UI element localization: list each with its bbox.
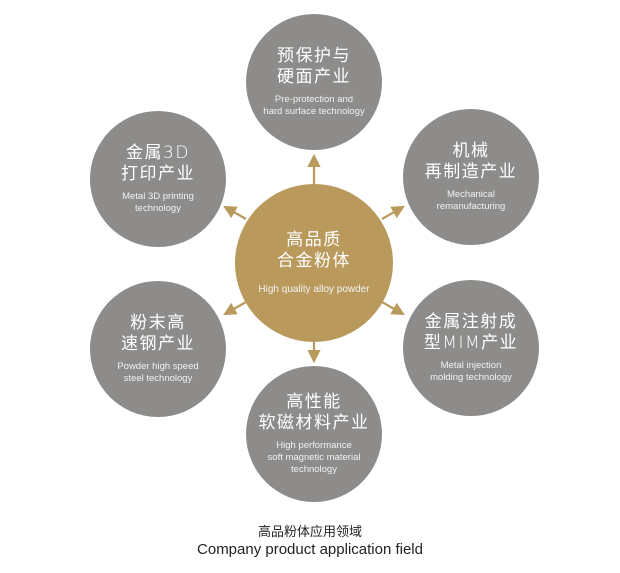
node-zh-line2: 再制造产业 bbox=[424, 162, 518, 182]
caption-zh: 高品粉体应用领域 bbox=[257, 525, 362, 540]
center-title-zh-line2: 合金粉体 bbox=[277, 251, 351, 271]
arrow-upper-left-icon bbox=[223, 205, 247, 220]
node-zh-line2: 打印产业 bbox=[121, 164, 195, 184]
arrow-upper-right-icon bbox=[381, 205, 405, 220]
node-zh-line1: 机械 bbox=[452, 141, 490, 161]
node-zh-line1: 粉末高 bbox=[130, 313, 186, 333]
node-en-line2: soft magnetic material bbox=[267, 452, 361, 463]
node-zh-line1: 金属注射成 bbox=[424, 312, 518, 332]
node-en-line1: Pre-protection and bbox=[274, 94, 354, 105]
node-powder-high-speed-steel: 粉末高 速钢产业 Powder high speed steel technol… bbox=[90, 281, 226, 417]
node-zh-line1: 金属3D bbox=[126, 143, 190, 163]
node-zh-line1: 高性能 bbox=[286, 392, 342, 412]
node-metal-injection-molding: 金属注射成 型MIM产业 Metal injection molding tec… bbox=[403, 280, 539, 416]
node-en-line2: steel technology bbox=[123, 373, 193, 384]
node-en-line2: molding technology bbox=[430, 372, 512, 383]
node-en-line1: High performance bbox=[276, 440, 352, 451]
node-en-line3: technology bbox=[291, 464, 337, 475]
node-zh-line2: 速钢产业 bbox=[121, 334, 195, 354]
node-mechanical-remanufacturing: 机械 再制造产业 Mechanical remanufacturing bbox=[403, 109, 539, 245]
node-soft-magnetic-material: 高性能 软磁材料产业 High performance soft magneti… bbox=[246, 366, 382, 502]
node-zh-line2: 型MIM产业 bbox=[423, 333, 519, 353]
node-zh-line1: 预保护与 bbox=[277, 46, 351, 66]
node-en-line1: Powder high speed bbox=[117, 361, 199, 372]
node-en-line2: hard surface technology bbox=[263, 106, 365, 117]
node-en-line2: technology bbox=[135, 203, 181, 214]
center-title-zh-line1: 高品质 bbox=[286, 230, 342, 250]
node-en-line1: Metal injection bbox=[440, 360, 502, 371]
node-en-line1: Mechanical bbox=[446, 189, 496, 200]
node-zh-line2: 硬面产业 bbox=[277, 67, 351, 87]
caption-en: Company product application field bbox=[197, 541, 423, 558]
node-pre-protection-hard-surface: 预保护与 硬面产业 Pre-protection and hard surfac… bbox=[246, 14, 382, 150]
node-zh-line2: 软磁材料产业 bbox=[258, 413, 370, 433]
node-en-line1: Metal 3D printing bbox=[122, 191, 194, 202]
center-title-en: High quality alloy powder bbox=[258, 284, 370, 295]
arrow-lower-left-icon bbox=[223, 301, 247, 316]
center-circle-high-quality-alloy-powder: 高品质 合金粉体 High quality alloy powder bbox=[235, 184, 393, 342]
node-en-line2: remanufacturing bbox=[436, 201, 506, 212]
node-metal-3d-printing: 金属3D 打印产业 Metal 3D printing technology bbox=[90, 111, 226, 247]
arrow-lower-right-icon bbox=[381, 301, 405, 316]
